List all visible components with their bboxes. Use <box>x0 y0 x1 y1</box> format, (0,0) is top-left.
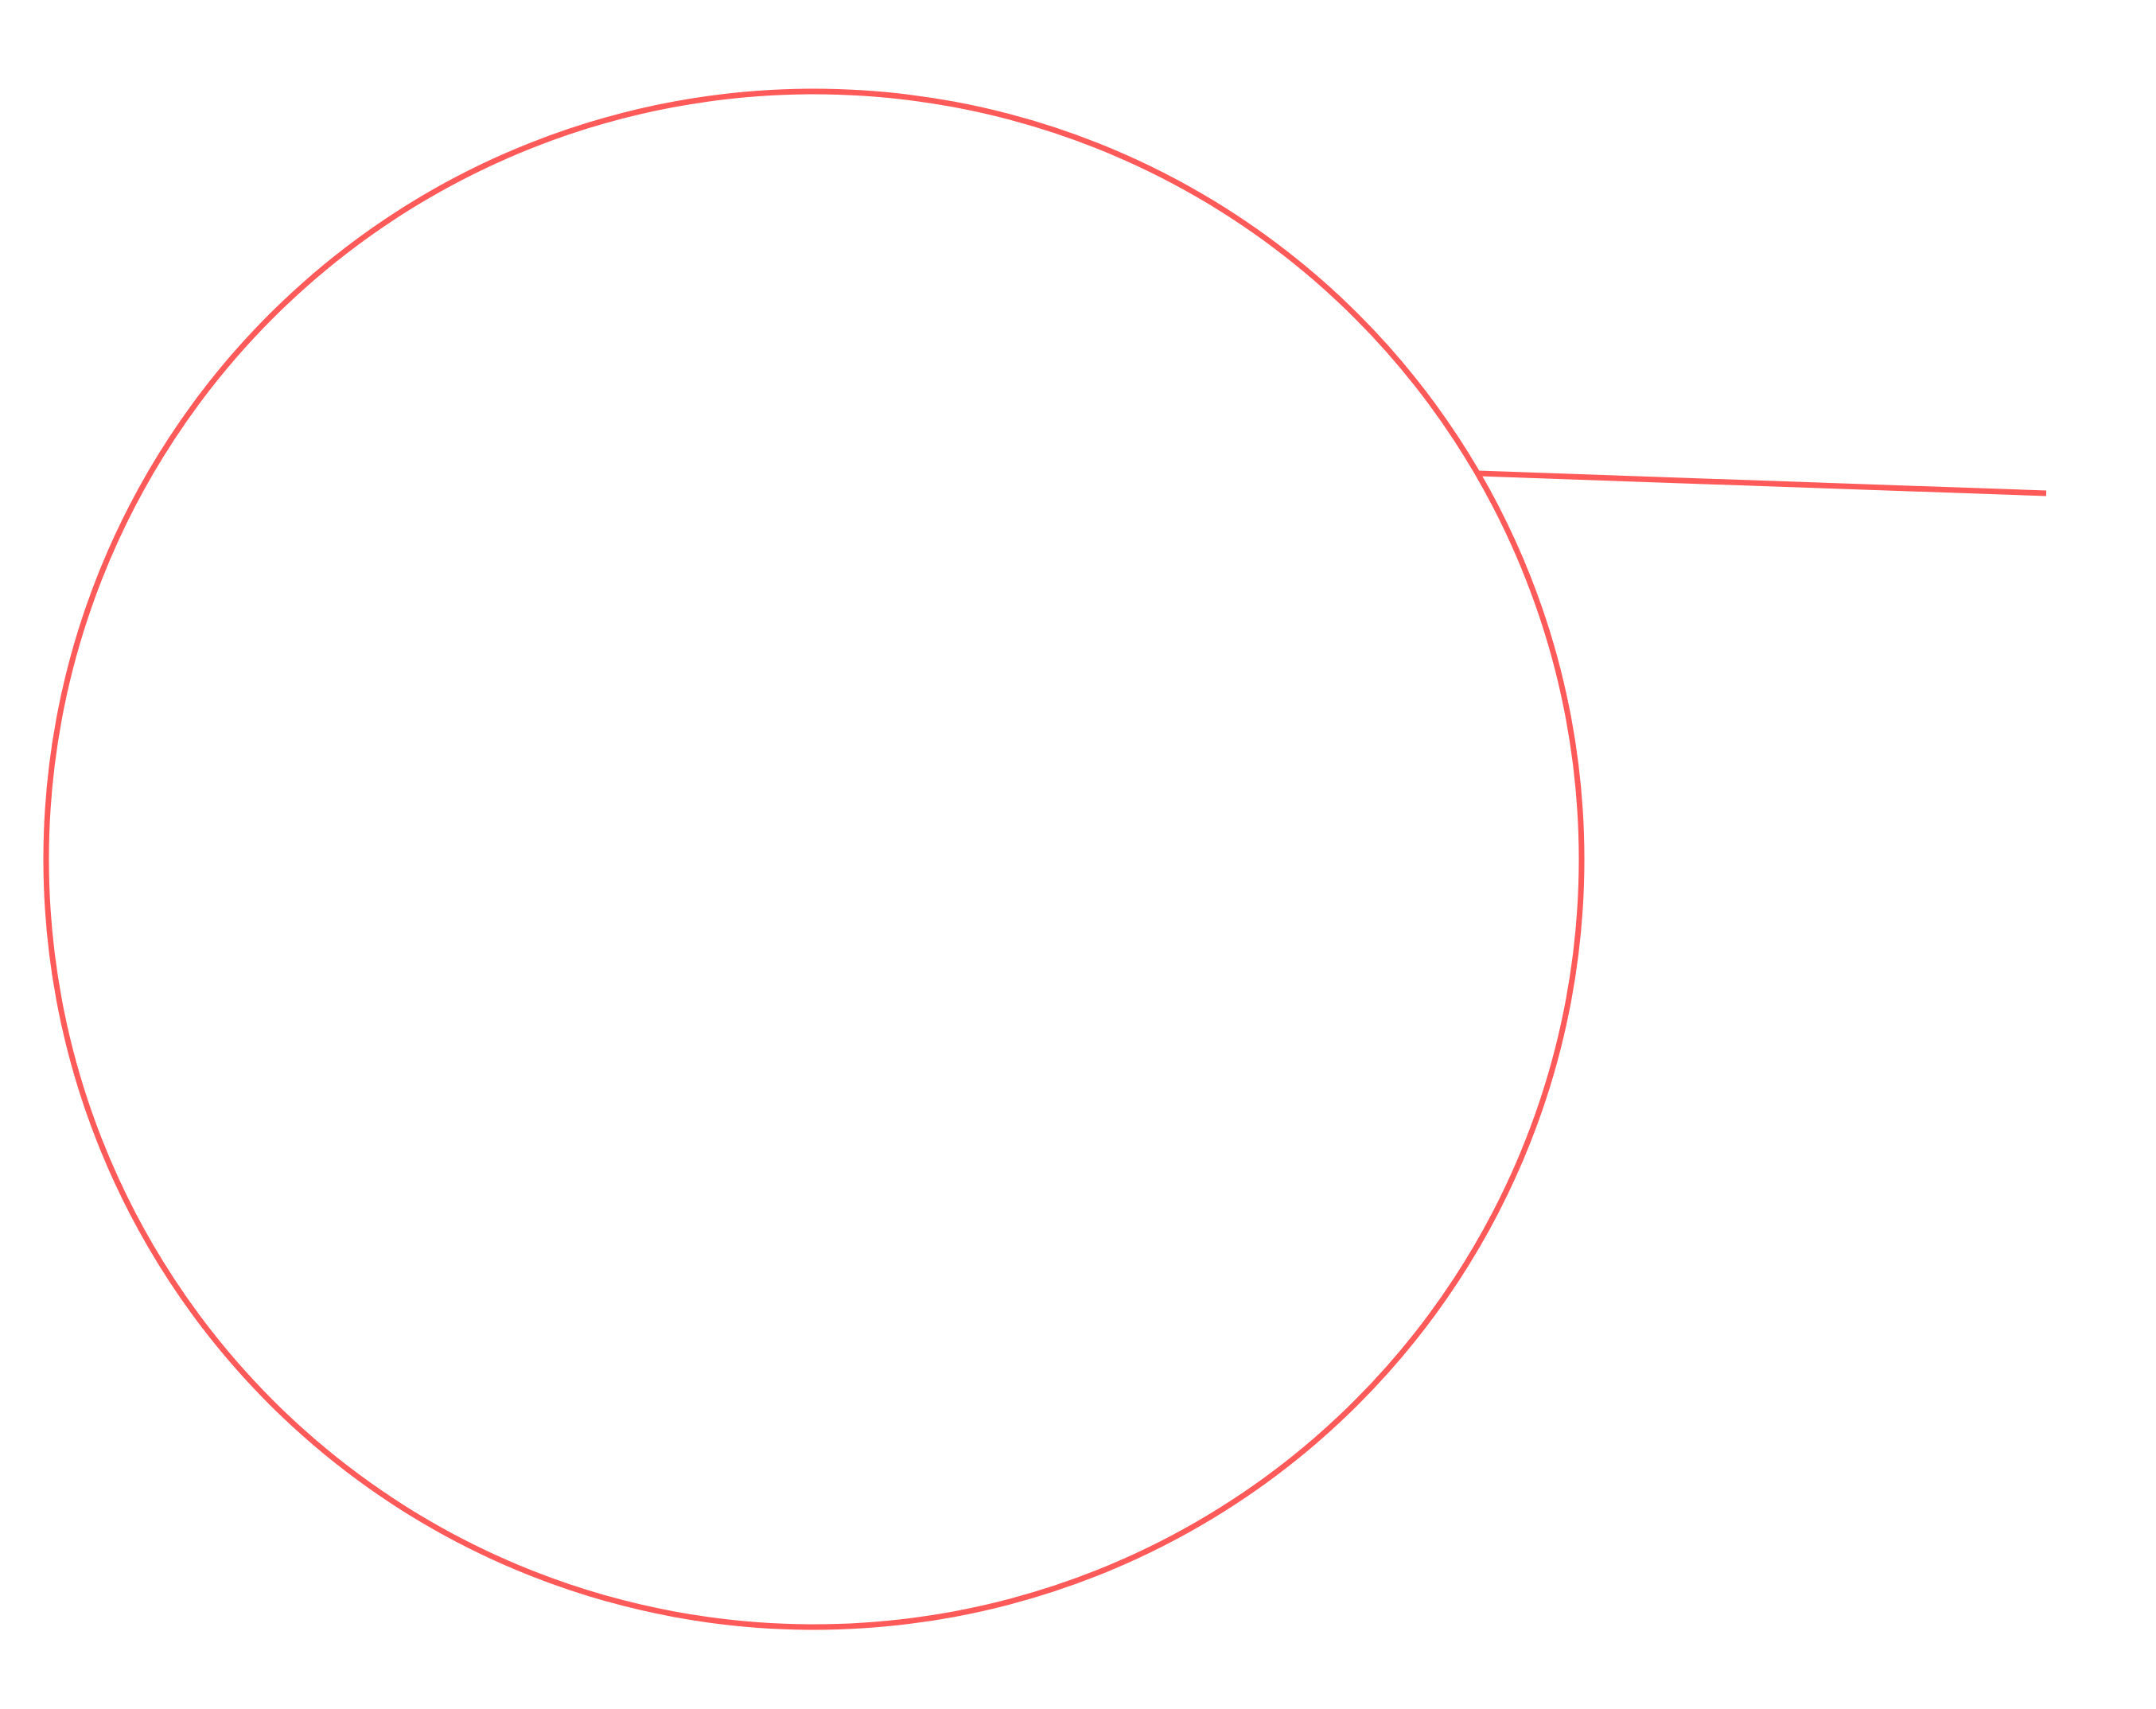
diagram-circle <box>43 88 1585 1630</box>
diagram-line <box>1477 470 2047 496</box>
